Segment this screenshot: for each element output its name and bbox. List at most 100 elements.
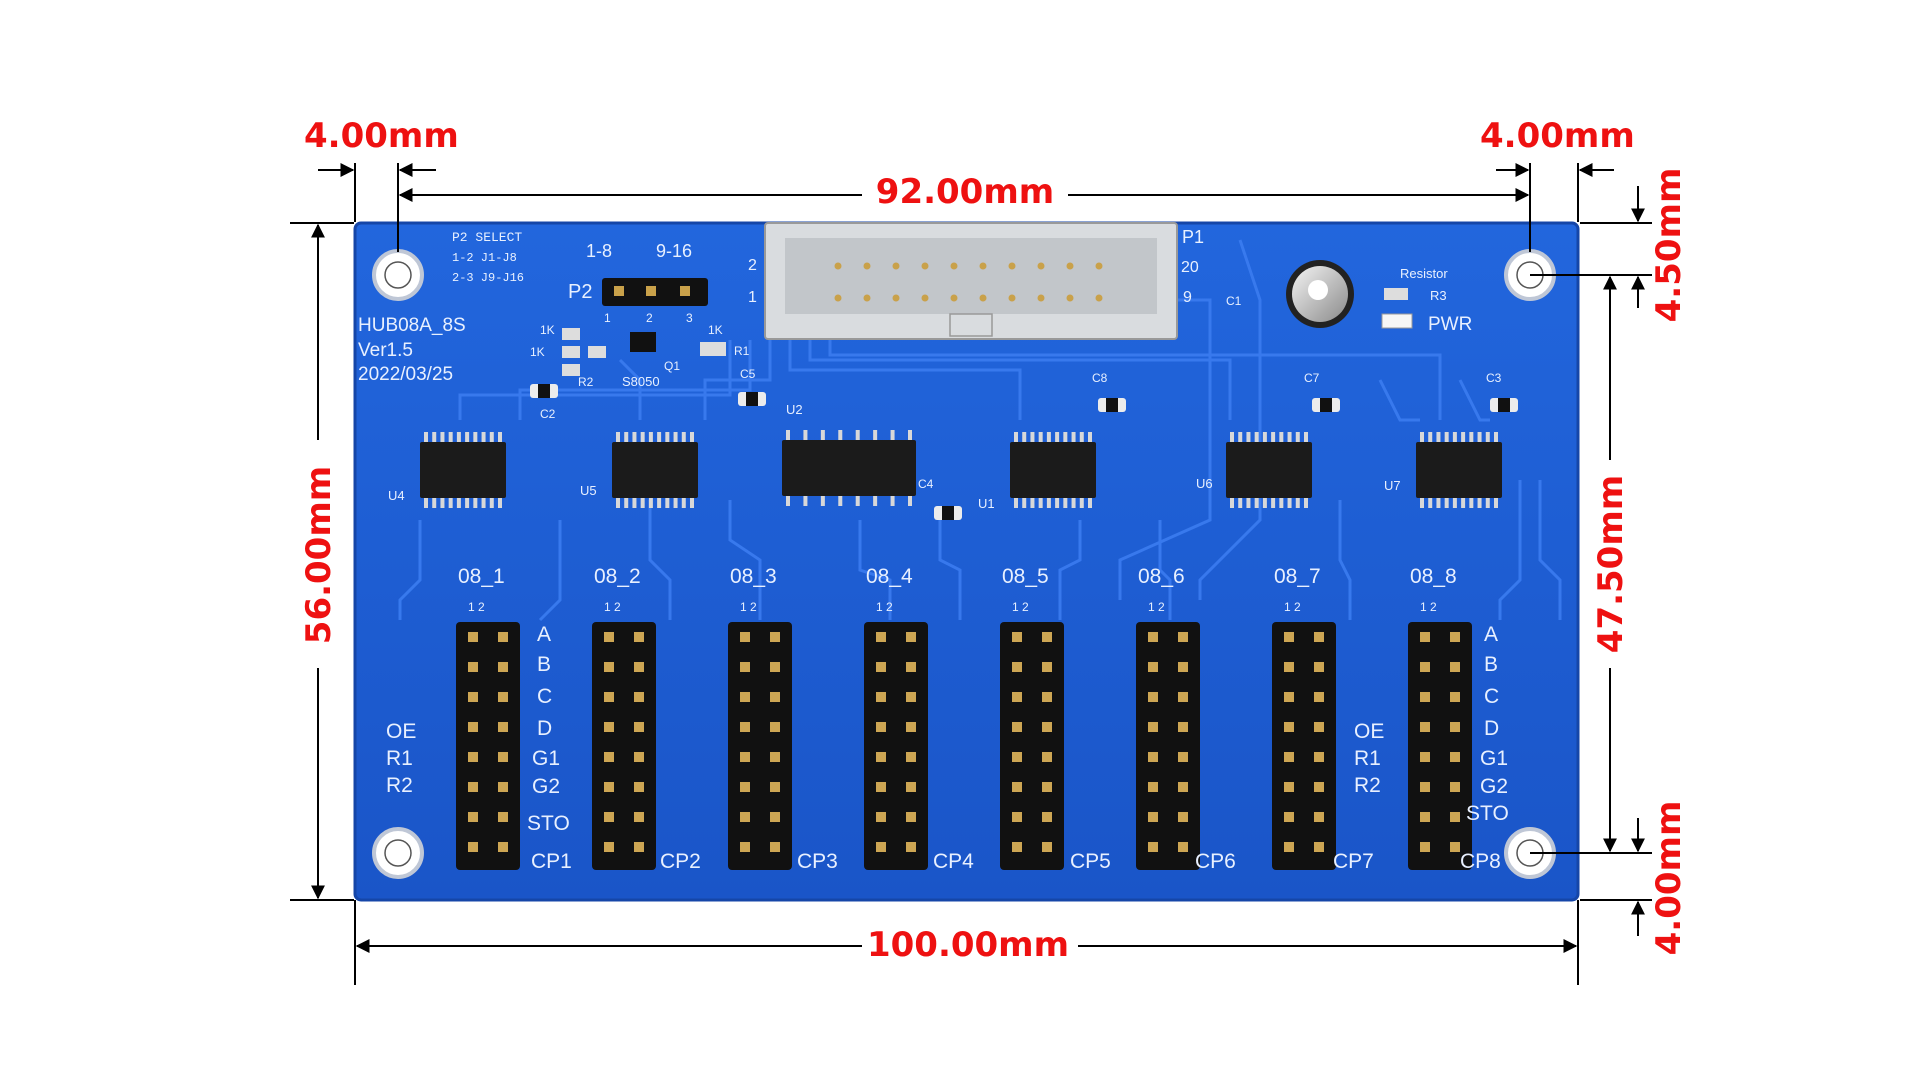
- header-pin: [1012, 752, 1022, 762]
- idc-pin: [834, 262, 842, 270]
- header-pin: [1420, 812, 1430, 822]
- header-pin: [740, 632, 750, 642]
- chip-label-u6: U6: [1196, 476, 1213, 491]
- ic-chip-u1: [1010, 432, 1096, 508]
- header-08-5[interactable]: [1000, 622, 1064, 870]
- r-1k-a: 1K: [540, 323, 555, 337]
- header-pin: [1314, 722, 1324, 732]
- header-pin: [1012, 662, 1022, 672]
- idc-pin: [921, 294, 929, 302]
- r3-label: R3: [1430, 288, 1447, 303]
- header-pin: [1314, 812, 1324, 822]
- header-pin-marks: 1 2: [740, 600, 757, 614]
- chip-label-u2: U2: [786, 402, 803, 417]
- transistor-label: S8050: [622, 374, 660, 389]
- smd-cap-c2: [530, 384, 558, 398]
- header-pin: [1012, 842, 1022, 852]
- cp-label-3: CP3: [797, 850, 838, 873]
- pwr-led: [1381, 313, 1413, 329]
- header-pin: [770, 752, 780, 762]
- chip-label-u4: U4: [388, 488, 405, 503]
- header-pin: [604, 662, 614, 672]
- idc-pin: [979, 262, 987, 270]
- p1-pin20-label: 20: [1181, 259, 1199, 276]
- idc-pin: [892, 294, 900, 302]
- header-pin: [1314, 842, 1324, 852]
- header-pin: [1178, 632, 1188, 642]
- signal-r1-left: R1: [386, 747, 413, 770]
- header-pin: [1450, 692, 1460, 702]
- header-pin: [1178, 842, 1188, 852]
- header-pin: [1420, 692, 1430, 702]
- p1-pin2-label: 2: [748, 257, 757, 274]
- p1-label: P1: [1182, 227, 1204, 247]
- header-pin: [1042, 812, 1052, 822]
- header-pin: [604, 692, 614, 702]
- resistor-label: Resistor: [1400, 266, 1448, 281]
- header-label-08-4: 08_4: [866, 565, 913, 588]
- header-pin: [1284, 722, 1294, 732]
- header-pin-marks: 1 2: [1284, 600, 1301, 614]
- header-08-8[interactable]: [1408, 622, 1472, 870]
- header-pin: [1450, 752, 1460, 762]
- board-height-dimension: 56.00mm: [299, 466, 339, 644]
- pcb-traces: [398, 239, 1562, 622]
- header-pin: [1450, 632, 1460, 642]
- header-08-4[interactable]: [864, 622, 928, 870]
- p2-select-line2: 2-3 J9-J16: [452, 271, 524, 285]
- header-pin: [604, 632, 614, 642]
- header-pin: [740, 782, 750, 792]
- header-pin: [1178, 812, 1188, 822]
- right-margin-dimension: 4.00mm: [1480, 116, 1635, 156]
- header-pin: [634, 812, 644, 822]
- idc-pin: [863, 262, 871, 270]
- header-pin: [498, 782, 508, 792]
- header-08-3[interactable]: [728, 622, 792, 870]
- pwr-label: PWR: [1428, 314, 1472, 335]
- header-pin: [1284, 692, 1294, 702]
- header-label-08-6: 08_6: [1138, 565, 1185, 588]
- header-08-1[interactable]: [456, 622, 520, 870]
- top-offset-dimension: 4.50mm: [1649, 168, 1689, 323]
- cap-label-c8: C8: [1092, 371, 1108, 385]
- right-signal-labels-right: A B C D G1 G2 STO: [1466, 623, 1509, 825]
- signal-a-right: A: [1484, 623, 1498, 646]
- header-pin: [498, 662, 508, 672]
- header-08-7[interactable]: [1272, 622, 1336, 870]
- header-pin: [1148, 782, 1158, 792]
- ic-chip-u7: [1416, 432, 1502, 508]
- header-pin: [604, 842, 614, 852]
- header-pin: [1148, 722, 1158, 732]
- signal-oe-left: OE: [386, 720, 416, 743]
- header-08-6[interactable]: [1136, 622, 1200, 870]
- header-pin: [634, 632, 644, 642]
- header-label-08-3: 08_3: [730, 565, 777, 588]
- header-pin: [1314, 632, 1324, 642]
- signal-a: A: [537, 623, 551, 646]
- smd-cap-c4: [934, 506, 962, 520]
- header-pin: [1178, 662, 1188, 672]
- header-pin: [634, 722, 644, 732]
- board-date-label: 2022/03/25: [358, 364, 453, 385]
- ic-chip-u6: [1226, 432, 1312, 508]
- header-pin: [770, 842, 780, 852]
- header-pin-marks: 1 2: [876, 600, 893, 614]
- header-08-2[interactable]: [592, 622, 656, 870]
- p1-idc-connector[interactable]: [764, 222, 1178, 340]
- header-pin: [740, 692, 750, 702]
- signal-c-right: C: [1484, 685, 1499, 708]
- signal-r1-right: R1: [1354, 747, 1381, 770]
- header-pin: [876, 782, 886, 792]
- board-width-dimension: 100.00mm: [867, 925, 1069, 965]
- idc-pin: [1095, 294, 1103, 302]
- header-pin: [770, 722, 780, 732]
- header-pin: [770, 692, 780, 702]
- idc-pin: [863, 294, 871, 302]
- signal-r2-right: R2: [1354, 774, 1381, 797]
- header-pin: [1284, 782, 1294, 792]
- p2-jumper-header[interactable]: [602, 278, 708, 306]
- signal-b-right: B: [1484, 653, 1498, 676]
- header-pin: [498, 812, 508, 822]
- header-pin: [740, 662, 750, 672]
- signal-c: C: [537, 685, 552, 708]
